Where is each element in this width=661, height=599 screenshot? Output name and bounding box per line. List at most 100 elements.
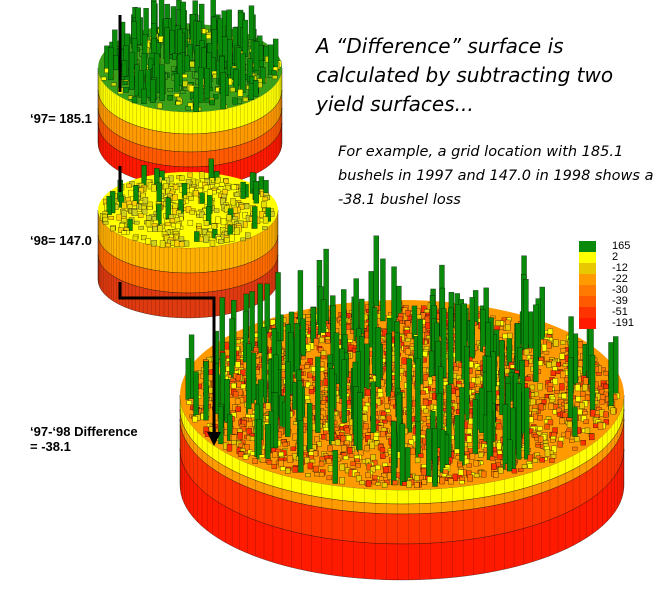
surface-cell — [182, 74, 188, 78]
surface-cell — [213, 94, 219, 100]
surface-cell — [552, 378, 558, 385]
surface-cell — [473, 460, 479, 467]
surface-cell — [305, 314, 311, 318]
surface-cell — [237, 389, 244, 396]
surface-cell — [101, 76, 107, 81]
surface-cell — [203, 235, 209, 243]
surface-cell — [380, 453, 386, 459]
surface-cell — [246, 428, 252, 435]
surface-cell — [199, 192, 205, 204]
surface-cell — [134, 220, 140, 225]
surface-cell — [219, 297, 225, 351]
legend-label: -22 — [612, 273, 628, 285]
surface-cell — [205, 34, 212, 39]
surface-cell — [175, 101, 182, 106]
legend-swatch — [579, 307, 596, 318]
surface-cell — [459, 387, 465, 466]
legend-label: 2 — [612, 251, 619, 263]
surface-cell — [552, 339, 559, 347]
surface-cell — [489, 456, 496, 461]
surface-cell — [472, 399, 478, 455]
surface-cell — [252, 458, 258, 464]
surface-cell — [235, 406, 241, 413]
surface-cell — [260, 457, 266, 463]
surface-cell — [240, 383, 247, 389]
surface-cell — [318, 472, 325, 477]
surface-cell — [184, 55, 190, 72]
surface-cell — [427, 476, 433, 483]
surface-cell — [539, 457, 545, 463]
surface-cell — [261, 201, 267, 208]
surface-cell — [265, 207, 271, 222]
surface-cell — [546, 362, 552, 368]
surface-cell — [246, 343, 252, 414]
surface-cell — [118, 227, 124, 233]
surface-cell — [381, 473, 387, 478]
surface-cell — [572, 446, 578, 451]
surface-cell — [242, 19, 248, 57]
surface-cell — [447, 307, 454, 388]
surface-cell — [265, 424, 271, 461]
surface-cell — [193, 87, 199, 113]
surface-cell — [188, 85, 195, 92]
surface-cell — [282, 442, 289, 447]
surface-cell — [193, 371, 199, 421]
surface-cell — [362, 414, 368, 422]
surface-cell — [332, 450, 338, 484]
surface-cell — [542, 440, 549, 444]
surface-cell — [365, 472, 371, 479]
legend-label: 165 — [612, 240, 631, 252]
surface-cell — [577, 408, 583, 415]
surface-cell — [249, 291, 255, 351]
surface-cell — [375, 482, 381, 486]
surface-cell — [145, 220, 152, 227]
surface-cell — [544, 446, 550, 451]
surface-cell — [414, 482, 420, 488]
surface-cell — [574, 436, 580, 442]
surface-cell — [343, 455, 349, 460]
surface-cell — [118, 195, 125, 208]
surface-cell — [183, 240, 190, 247]
surface-cell — [381, 482, 388, 488]
surface-cell — [597, 422, 604, 430]
surface-cell — [589, 354, 596, 416]
surface-cell — [537, 360, 543, 366]
surface-cell — [469, 297, 475, 359]
surface-cell — [610, 407, 616, 415]
surface-cell — [584, 427, 591, 434]
surface-cell — [248, 5, 255, 46]
legend-swatch — [579, 296, 596, 307]
surface-cell — [257, 283, 263, 353]
surface-cell — [544, 424, 550, 430]
surface-cell — [217, 186, 224, 192]
surface-cell — [224, 184, 231, 191]
surface-cell — [308, 389, 315, 395]
surface-cell — [158, 36, 164, 43]
surface-cell — [416, 314, 422, 320]
surface-side-band — [179, 448, 625, 581]
surface-cell — [147, 227, 153, 232]
surface-cell — [529, 384, 536, 391]
surface-cell — [547, 419, 554, 426]
surface-cell — [405, 337, 411, 342]
surface-cell — [547, 328, 554, 335]
surface-cell — [142, 197, 149, 204]
surface-cell — [179, 90, 186, 94]
surface-cell — [347, 339, 353, 343]
surface-difference — [179, 235, 625, 581]
surface-cell — [307, 462, 314, 470]
surface-cell — [231, 434, 238, 442]
surface-cell — [507, 332, 513, 339]
surface-cell — [558, 398, 564, 405]
surface-cell — [505, 324, 511, 331]
surface-cell — [209, 99, 215, 106]
surface-cell — [131, 209, 138, 216]
surface-cell — [551, 445, 557, 453]
surface-cell — [401, 481, 408, 486]
surface-cell — [382, 420, 388, 424]
surface-cell — [426, 428, 432, 477]
surface-cell — [307, 403, 313, 453]
surface-cell — [560, 340, 566, 345]
surface-cell — [238, 451, 244, 458]
surface-cell — [423, 380, 429, 388]
